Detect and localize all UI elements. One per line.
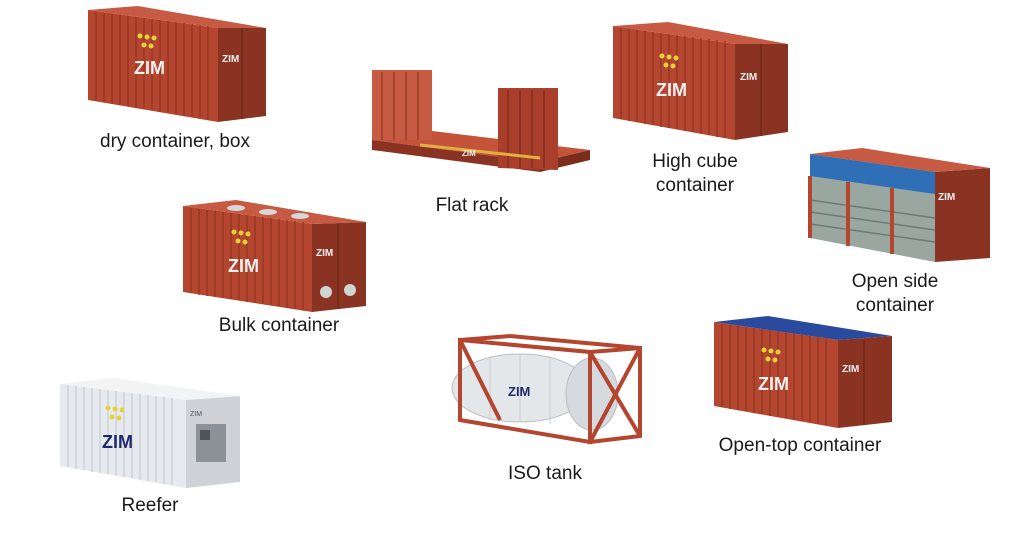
- svg-text:ZIM: ZIM: [190, 411, 202, 418]
- high-cube-container-label: High cube container: [630, 150, 760, 198]
- dry-container-label: dry container, box: [100, 131, 250, 152]
- reefer-container-label: Reefer: [121, 495, 179, 516]
- iso-tank-label: ISO tank: [508, 463, 582, 484]
- open-side-label-line-1: Open side: [851, 271, 939, 292]
- open-side-label-line-2: container: [855, 295, 935, 316]
- svg-text:ZIM: ZIM: [758, 374, 789, 394]
- svg-text:ZIM: ZIM: [740, 72, 757, 83]
- high-cube-label-line-2: container: [655, 175, 735, 196]
- open-top-container-label: Open-top container: [718, 435, 882, 456]
- svg-text:ZIM: ZIM: [222, 54, 239, 65]
- svg-text:ZIM: ZIM: [508, 384, 530, 399]
- svg-text:ZIM: ZIM: [102, 432, 133, 452]
- bulk-container-label: Bulk container: [218, 315, 340, 336]
- flat-rack-label: Flat rack: [435, 195, 509, 216]
- open-side-container-label: Open side container: [830, 270, 960, 318]
- svg-text:ZIM: ZIM: [462, 149, 476, 158]
- svg-text:ZIM: ZIM: [134, 58, 165, 78]
- svg-text:ZIM: ZIM: [316, 248, 333, 259]
- svg-text:ZIM: ZIM: [842, 364, 859, 375]
- svg-text:ZIM: ZIM: [228, 256, 259, 276]
- high-cube-label-line-1: High cube: [652, 151, 738, 172]
- svg-text:ZIM: ZIM: [656, 80, 687, 100]
- svg-text:ZIM: ZIM: [938, 192, 955, 203]
